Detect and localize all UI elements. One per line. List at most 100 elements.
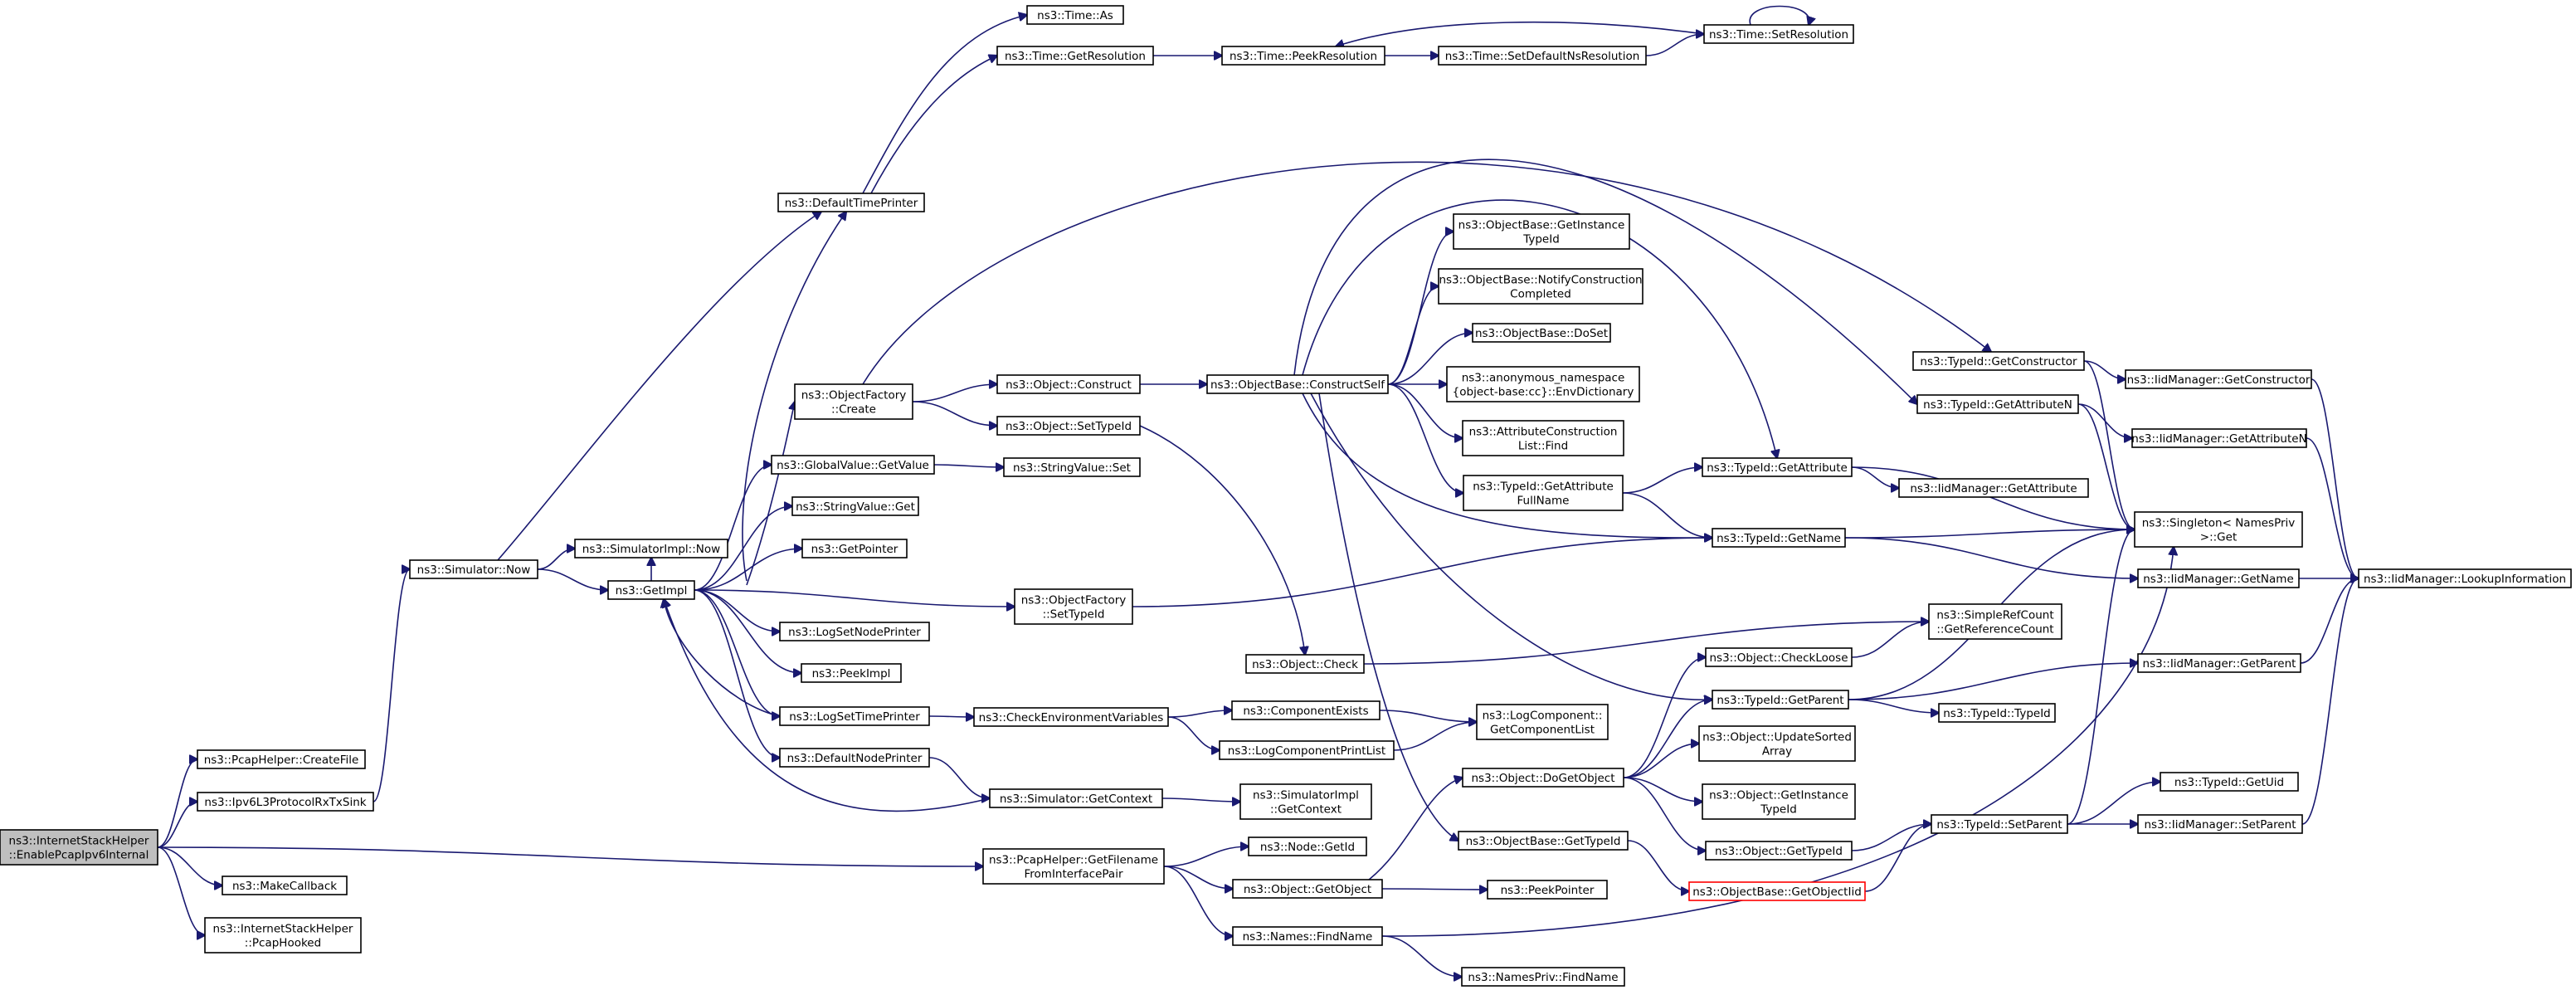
edge-checkEnvVars-to-componentExists — [1167, 710, 1232, 718]
node-typeIdGetAttribute[interactable]: ns3::TypeId::GetAttribute — [1702, 457, 1853, 477]
node-objBaseDoSet[interactable]: ns3::ObjectBase::DoSet — [1472, 323, 1611, 343]
node-simNow[interactable]: ns3::Simulator::Now — [409, 559, 538, 579]
node-stringValueSet[interactable]: ns3::StringValue::Set — [1003, 457, 1141, 477]
node-label: ns3::ComponentExists — [1243, 705, 1368, 718]
edge-typeIdGetAttributeN-to-iidGetAttributeN — [2077, 403, 2132, 438]
node-makeCallback[interactable]: ns3::MakeCallback — [222, 876, 348, 895]
node-simpleRefCount[interactable]: ns3::SimpleRefCount::GetReferenceCount — [1928, 603, 2062, 640]
node-box — [2137, 814, 2303, 834]
node-simGetContext[interactable]: ns3::Simulator::GetContext — [989, 788, 1163, 808]
node-box — [996, 46, 1154, 66]
node-timeSetDefNs[interactable]: ns3::Time::SetDefaultNsResolution — [1438, 46, 1647, 66]
node-pcapHooked[interactable]: ns3::InternetStackHelper::PcapHooked — [204, 917, 362, 954]
node-defTimePrinter[interactable]: ns3::DefaultTimePrinter — [777, 193, 925, 212]
node-label: ns3::Object::Construct — [1006, 378, 1132, 392]
node-logComponentPrintList[interactable]: ns3::LogComponentPrintList — [1219, 740, 1395, 760]
node-box — [197, 792, 374, 812]
node-box — [1688, 881, 1866, 901]
node-stringValueGet[interactable]: ns3::StringValue::Get — [791, 496, 919, 516]
node-simImplNow[interactable]: ns3::SimulatorImpl::Now — [574, 539, 728, 558]
edge-getImpl-to-logSetTimePrinter — [694, 589, 780, 716]
node-objGetObject[interactable]: ns3::Object::GetObject — [1232, 879, 1383, 899]
node-simImplGetContext[interactable]: ns3::SimulatorImpl::GetContext — [1239, 783, 1372, 820]
edge-typeIdSetParent-to-typeIdGetUid — [2067, 782, 2160, 825]
node-timeGetRes[interactable]: ns3::Time::GetResolution — [996, 46, 1154, 66]
node-iidSetParent[interactable]: ns3::IidManager::SetParent — [2137, 814, 2303, 834]
node-logSetNodePrinter[interactable]: ns3::LogSetNodePrinter — [779, 622, 930, 641]
node-label: ns3::ObjectBase::NotifyConstruction — [1439, 274, 1642, 287]
node-objBaseConstructSelf[interactable]: ns3::ObjectBase::ConstructSelf — [1206, 374, 1389, 394]
node-typeIdGetUid[interactable]: ns3::TypeId::GetUid — [2160, 772, 2299, 792]
node-typeIdGetName[interactable]: ns3::TypeId::GetName — [1712, 528, 1846, 548]
node-objCheck[interactable]: ns3::Object::Check — [1245, 654, 1365, 674]
node-iidGetParent[interactable]: ns3::IidManager::GetParent — [2137, 653, 2301, 673]
edge-typeIdGetAttrFullName-to-typeIdGetAttribute — [1622, 467, 1702, 494]
node-getPointer[interactable]: ns3::GetPointer — [801, 539, 908, 558]
node-timeAs[interactable]: ns3::Time::As — [1026, 5, 1124, 25]
node-typeIdTypeId[interactable]: ns3::TypeId::TypeId — [1938, 703, 2056, 723]
node-namesPrivFindName[interactable]: ns3::NamesPriv::FindName — [1461, 967, 1625, 987]
node-globalGetValue[interactable]: ns3::GlobalValue::GetValue — [771, 455, 935, 475]
edge-typeIdGetAttribute-to-iidGetAttribute — [1851, 466, 1899, 488]
node-iidLookupInfo[interactable]: ns3::IidManager::LookupInformation — [2358, 568, 2572, 588]
node-getImpl[interactable]: ns3::GetImpl — [607, 580, 695, 600]
node-typeIdGetParent[interactable]: ns3::TypeId::GetParent — [1712, 690, 1849, 710]
node-iidGetAttribute[interactable]: ns3::IidManager::GetAttribute — [1898, 478, 2089, 498]
node-defNodePrinter[interactable]: ns3::DefaultNodePrinter — [779, 748, 930, 768]
node-pcapGetFilename[interactable]: ns3::PcapHelper::GetFilenameFromInterfac… — [982, 848, 1165, 885]
edge-objBaseConstructSelf-to-typeIdGetAttribute — [1302, 199, 1777, 458]
node-logSetTimePrinter[interactable]: ns3::LogSetTimePrinter — [779, 706, 930, 726]
node-box — [1476, 704, 1609, 740]
node-label: ns3::SimulatorImpl — [1253, 789, 1359, 802]
node-namesFindName[interactable]: ns3::Names::FindName — [1232, 926, 1383, 946]
node-typeIdGetConstructor[interactable]: ns3::TypeId::GetConstructor — [1912, 351, 2085, 371]
node-singletonGet[interactable]: ns3::Singleton< NamesPriv >::Get — [2134, 511, 2303, 548]
node-objSetTypeId[interactable]: ns3::Object::SetTypeId — [996, 416, 1141, 436]
edge-iidGetParent-to-iidLookupInfo — [2300, 578, 2359, 664]
node-objFactorySetTypeId[interactable]: ns3::ObjectFactory::SetTypeId — [1014, 588, 1133, 625]
node-nodeGetId[interactable]: ns3::Node::GetId — [1248, 836, 1367, 856]
node-objDoGetObject[interactable]: ns3::Object::DoGetObject — [1462, 768, 1624, 788]
node-objBaseGetTypeId[interactable]: ns3::ObjectBase::GetTypeId — [1458, 831, 1629, 851]
node-objConstruct[interactable]: ns3::Object::Construct — [996, 374, 1141, 394]
node-typeIdGetAttributeN[interactable]: ns3::TypeId::GetAttributeN — [1916, 394, 2079, 414]
edge-getImpl-to-objFactorySetTypeId — [694, 589, 1015, 607]
node-objGetTypeId[interactable]: ns3::Object::GetTypeId — [1705, 841, 1853, 861]
node-pcapCreateFile[interactable]: ns3::PcapHelper::CreateFile — [197, 749, 366, 769]
node-logComponentGetList[interactable]: ns3::LogComponent::GetComponentList — [1476, 704, 1609, 740]
node-peekPointer[interactable]: ns3::PeekPointer — [1487, 880, 1608, 900]
edge-objBaseConstructSelf-to-typeIdGetAttrFullName — [1387, 383, 1463, 493]
edge-objDoGetObject-to-typeIdGetParent — [1623, 700, 1712, 778]
node-peekImpl[interactable]: ns3::PeekImpl — [801, 663, 902, 683]
edge-objDoGetObject-to-objCheckLoose — [1623, 657, 1706, 778]
edge-objBaseConstructSelf-to-typeIdGetName — [1302, 393, 1712, 538]
node-iidGetName[interactable]: ns3::IidManager::GetName — [2137, 568, 2300, 588]
node-objFactoryCreate[interactable]: ns3::ObjectFactory::Create — [794, 383, 913, 420]
node-componentExists[interactable]: ns3::ComponentExists — [1231, 700, 1381, 720]
edge-objDoGetObject-to-objGetInstTypeId — [1623, 777, 1702, 802]
node-label: ns3::anonymous_namespace — [1462, 372, 1625, 385]
node-objBaseNotifyConstr[interactable]: ns3::ObjectBase::NotifyConstructionCompl… — [1438, 268, 1643, 305]
node-root[interactable]: ns3::InternetStackHelper::EnablePcapIpv6… — [0, 829, 158, 866]
node-typeIdSetParent[interactable]: ns3::TypeId::SetParent — [1931, 814, 2068, 834]
node-objBaseGetObjectIid[interactable]: ns3::ObjectBase::GetObjectIid — [1688, 881, 1866, 901]
edge-globalGetValue-to-stringValueSet — [933, 465, 1004, 467]
node-box — [2160, 772, 2299, 792]
edge-objDoGetObject-to-objGetTypeId — [1623, 777, 1706, 851]
node-timePeekRes[interactable]: ns3::Time::PeekResolution — [1221, 46, 1385, 66]
node-box — [1702, 783, 1856, 820]
edge-simNow-to-simImplNow — [537, 549, 575, 570]
node-timeSetRes[interactable]: ns3::Time::SetResolution — [1703, 24, 1854, 44]
node-objCheckLoose[interactable]: ns3::Object::CheckLoose — [1705, 647, 1853, 667]
edge-defTimePrinter-to-timeAs — [862, 15, 1027, 194]
node-ipv6Sink[interactable]: ns3::Ipv6L3ProtocolRxTxSink — [197, 792, 374, 812]
node-checkEnvVars[interactable]: ns3::CheckEnvironmentVariables — [973, 707, 1169, 727]
node-iidGetConstructor[interactable]: ns3::IidManager::GetConstructor — [2125, 369, 2312, 389]
node-iidGetAttributeN[interactable]: ns3::IidManager::GetAttributeN — [2131, 428, 2307, 448]
node-envDictionary[interactable]: ns3::anonymous_namespace{object-base:cc}… — [1446, 366, 1640, 402]
